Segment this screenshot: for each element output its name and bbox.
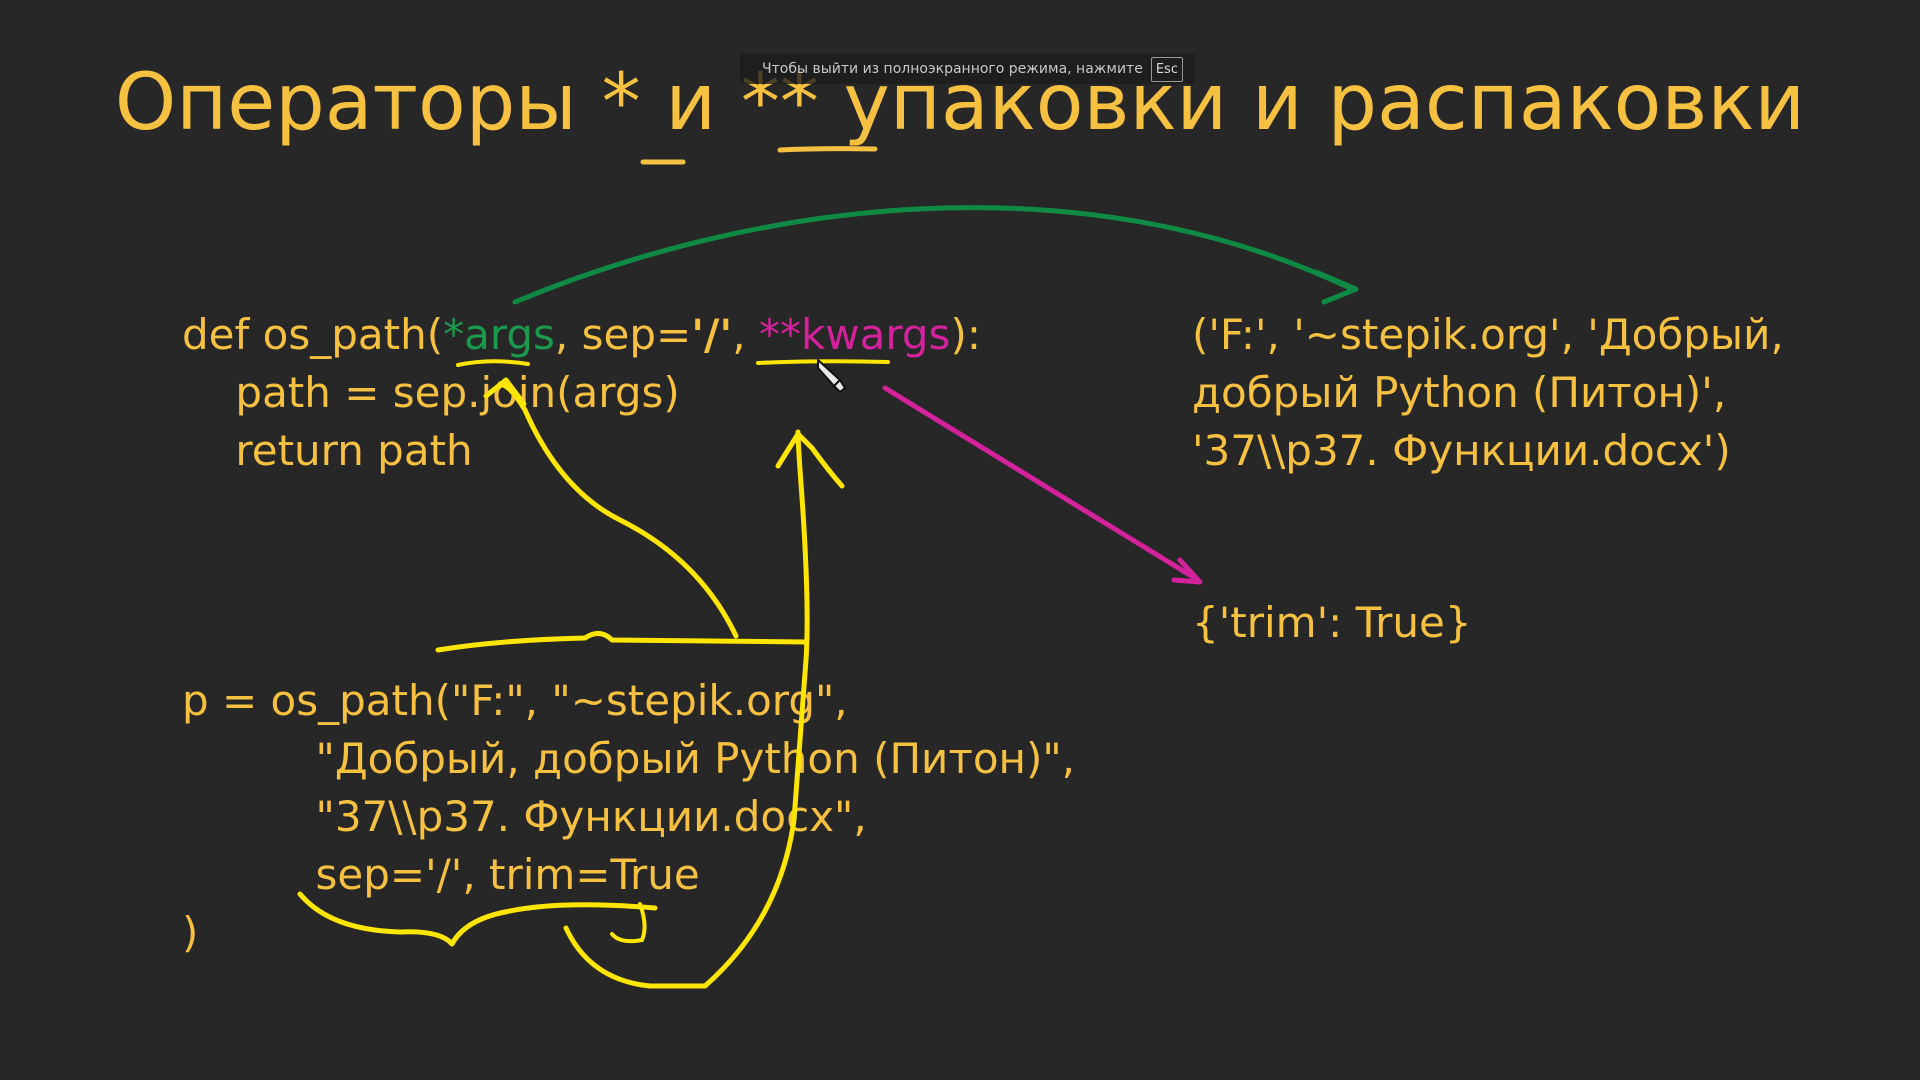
call-line-1: p = os_path("F:", "~stepik.org", bbox=[182, 676, 848, 725]
def-middle: , sep= bbox=[554, 310, 692, 359]
fullscreen-exit-hint: Чтобы выйти из полноэкранного режима, на… bbox=[740, 54, 1195, 84]
kwargs-arrow bbox=[882, 385, 1201, 583]
def-line-1: def os_path(*args, sep='/', **kwargs): bbox=[182, 306, 981, 364]
esc-key-button[interactable]: Esc bbox=[1150, 56, 1183, 82]
args-arrowhead bbox=[1313, 269, 1359, 305]
title-double-star-underline bbox=[777, 146, 878, 153]
title-part-2: и bbox=[640, 58, 741, 148]
fullscreen-hint-text: Чтобы выйти из полноэкранного режима, на… bbox=[762, 61, 1143, 77]
call-line-2: "Добрый, добрый Python (Питон)", bbox=[182, 734, 1076, 783]
def-star: * bbox=[443, 310, 465, 359]
def-args: args bbox=[464, 310, 555, 359]
keyword-arrowhead bbox=[775, 431, 845, 489]
title-part-1: Операторы bbox=[114, 58, 602, 148]
kwargs-arrowhead bbox=[1171, 557, 1203, 585]
positional-brace bbox=[435, 631, 809, 653]
call-line-4: sep='/', trim=True bbox=[182, 850, 700, 899]
def-double-star: ** bbox=[758, 310, 801, 359]
def-kwargs: kwargs bbox=[800, 310, 951, 359]
call-line-5: ) bbox=[182, 908, 199, 957]
def-line-3: return path bbox=[182, 426, 473, 475]
def-prefix: def os_path( bbox=[182, 310, 444, 359]
args-tuple-line-3: '37\\p37. Функции.docx') bbox=[1192, 426, 1731, 475]
args-tuple-line-1: ('F:', '~stepik.org', 'Добрый, bbox=[1192, 310, 1784, 359]
title-single-star: * bbox=[601, 58, 641, 148]
args-tuple-line-2: добрый Python (Питон)', bbox=[1192, 368, 1727, 417]
call-line-3: "37\\p37. Функции.docx", bbox=[182, 792, 867, 841]
def-suffix: ): bbox=[950, 310, 981, 359]
def-line-2: path = sep.join(args) bbox=[182, 368, 680, 417]
keyword-brace-tail bbox=[610, 902, 647, 944]
def-sep-value: '/' bbox=[691, 310, 733, 359]
pen-cursor-icon bbox=[817, 359, 846, 393]
args-arrow bbox=[512, 205, 1353, 305]
def-comma: , bbox=[732, 310, 759, 359]
kwargs-dict: {'trim': True} bbox=[1192, 598, 1472, 647]
